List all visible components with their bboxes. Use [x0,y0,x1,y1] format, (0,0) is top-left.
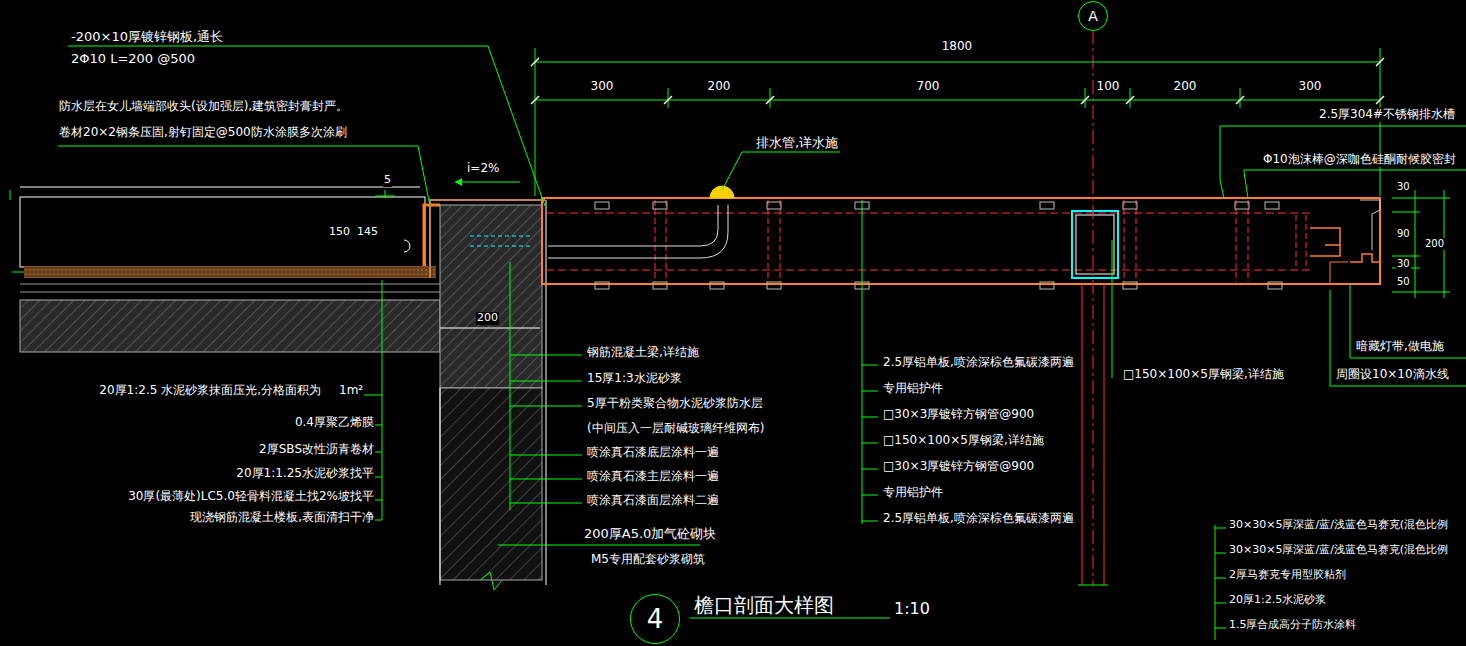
annotation-label: □150×100×5厚钢梁,详结施 [882,434,1045,448]
annotation-label: 1m² [338,384,364,398]
annotation-label: 暗藏灯带,做电施 [1355,340,1445,354]
annotation-label: 700 [916,80,941,94]
annotation-label: 30厚(最薄处)LC5.0轻骨料混凝土找2%坡找平 [127,490,375,504]
annotation-label: 2.5厚304#不锈钢排水槽 [1318,108,1456,122]
annotation-label: M5专用配套砂浆砌筑 [590,553,706,567]
annotation-label: □30×3厚镀锌方钢管@900 [882,460,1035,474]
annotation-label: 防水层在女儿墙端部收头(设加强层),建筑密封膏封严。 [58,100,349,114]
annotation-label: 200 [707,80,732,94]
annotation-label: 2.5厚铝单板,喷涂深棕色氟碳漆两遍 [882,512,1075,526]
annotation-label: 200 [1424,238,1445,250]
annotation-label: 200厚A5.0加气砼砌块 [583,527,717,542]
annotation-label: 30 [1396,258,1411,270]
annotation-label: 喷涂真石漆面层涂料二遍 [586,494,720,508]
grid-circle: A [1078,1,1108,31]
annotation-label: 1:10 [893,600,931,618]
annotation-label: 2厚SBS改性沥青卷材 [258,443,375,457]
annotation-label: 现浇钢筋混凝土楼板,表面清扫干净 [189,511,375,525]
annotation-label: 5厚干粉类聚合物水泥砂浆防水层 [586,397,764,411]
annotation-label: 钢筋混凝土梁,详结施 [586,346,700,360]
annotation-label: 145 [356,226,379,239]
annotation-label: 专用铝护件 [882,486,944,500]
annotation-label: □30×3厚镀锌方钢管@900 [882,408,1035,422]
circle-text: 4 [647,604,664,634]
annotation-label: 喷涂真石漆底层涂料一遍 [586,446,720,460]
drawing-title: 檐口剖面大样图 [693,594,835,617]
circle-text: A [1088,8,1098,24]
annotation-label: 1800 [941,40,974,54]
annotation-label: (中间压入一层耐碱玻璃纤维网布) [586,422,765,436]
annotation-label: 30×30×5厚深蓝/蓝/浅蓝色马赛克(混色比例 [1228,544,1449,557]
annotation-label: 200 [476,312,499,325]
annotation-label: 2厚马赛克专用型胶粘剂 [1228,569,1347,582]
annotation-label: 2Φ10 L=200 @500 [70,52,196,67]
annotation-label: 50 [1396,276,1411,288]
annotation-label: i=2% [466,162,500,176]
annotation-label: 20厚1:2.5水泥砂浆 [1228,594,1327,607]
annotation-label: 1.5厚合成高分子防水涂料 [1228,619,1358,632]
annotation-label: 0.4厚聚乙烯膜 [294,416,375,430]
annotation-label: 喷涂真石漆主层涂料一遍 [586,470,720,484]
annotation-label: 15厚1:3水泥砂浆 [586,372,683,386]
annotation-label: 300 [590,80,615,94]
grid-circle: 4 [630,594,680,644]
annotation-label: 排水管,详水施 [755,136,839,151]
annotation-label: 专用铝护件 [882,382,944,396]
annotation-label: 20厚1:1.25水泥砂浆找平 [235,467,375,481]
annotation-label: 30×30×5厚深蓝/蓝/浅蓝色马赛克(混色比例 [1228,519,1449,532]
annotation-label: 30 [1396,181,1411,193]
annotation-label: 2.5厚铝单板,喷涂深棕色氟碳漆两遍 [882,356,1075,370]
annotation-label: 卷材20×2钢条压固,射钉固定@500防水涂膜多次涂刷 [58,126,348,140]
annotation-label: 300 [1298,80,1323,94]
annotation-label: 100 [1096,80,1121,94]
annotation-label: 150 [328,226,351,239]
annotation-label: 90 [1396,228,1411,240]
annotation-label: □150×100×5厚钢梁,详结施 [1122,368,1285,382]
annotation-label: 5 [383,174,392,187]
annotation-label: 周圈设10×10滴水线 [1335,368,1450,382]
annotation-label: Φ10泡沫棒@深咖色硅酮耐候胶密封 [1262,153,1457,167]
annotation-label: -200×10厚镀锌钢板,通长 [70,30,224,45]
annotation-label: 20厚1:2.5 水泥砂浆抹面压光,分格面积为 [98,384,322,398]
annotation-label: 200 [1173,80,1198,94]
